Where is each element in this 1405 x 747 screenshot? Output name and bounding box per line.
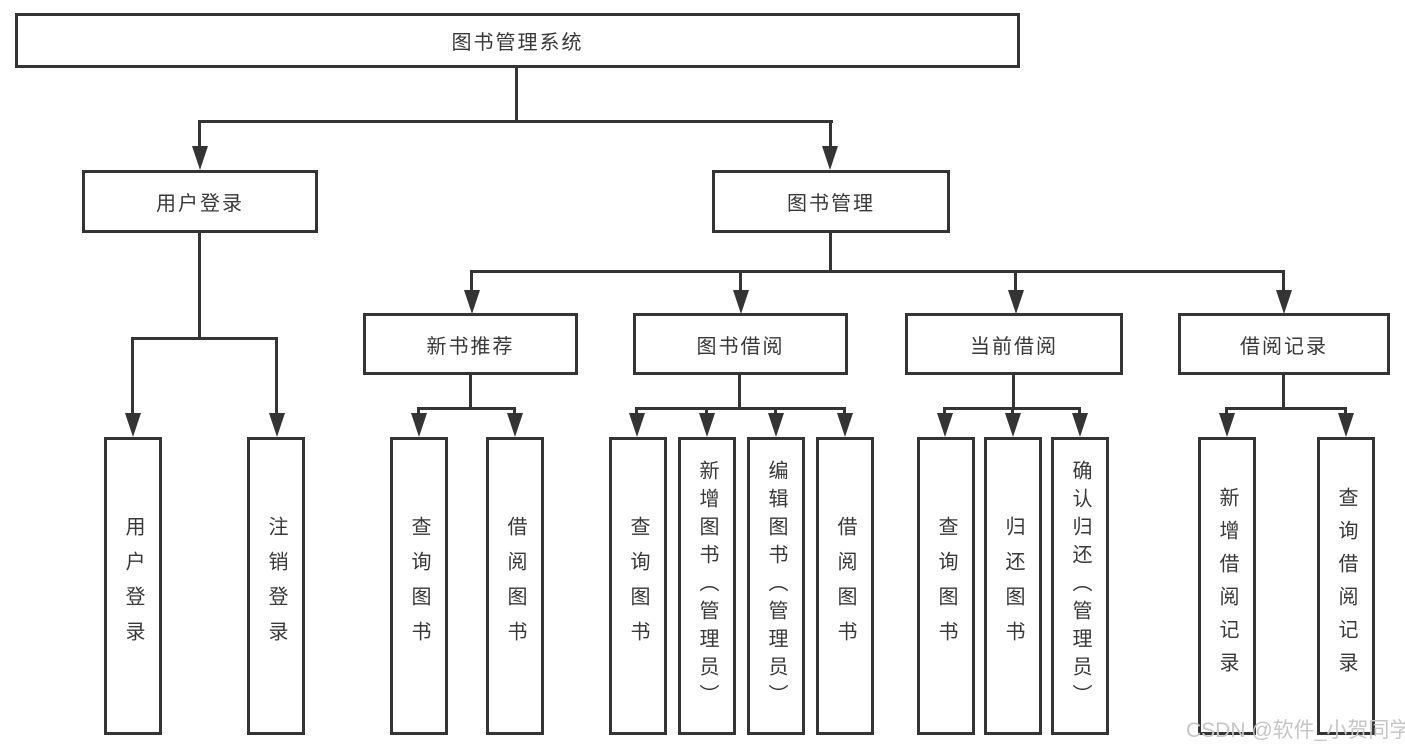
node-current-borrow: 当前借阅	[905, 313, 1123, 375]
arrow-down-icon	[411, 413, 427, 437]
leaf-add-books-admin-label: 新增图书（管理员）	[696, 460, 718, 712]
leaf-add-borrow-record: 新增借阅记录	[1198, 437, 1256, 735]
leaf-query-books: 查询图书	[609, 437, 667, 735]
arrow-down-icon	[125, 413, 141, 437]
leaf-query-books: 查询图书	[917, 437, 975, 735]
connector-root-branch	[199, 120, 833, 123]
arrow-down-icon	[1276, 290, 1292, 314]
connector-stub-leaf	[417, 407, 420, 417]
leaf-user-login-label: 用户登录	[122, 516, 144, 656]
arrow-down-icon	[464, 290, 480, 314]
node-book-management: 图书管理	[712, 170, 950, 233]
leaf-user-login: 用户登录	[104, 437, 162, 735]
connector-new-books-trunk	[469, 375, 472, 407]
node-book-borrow-label: 图书借阅	[696, 335, 785, 358]
connector-stub-leaf	[1011, 407, 1014, 417]
connector-stub-leaf	[774, 407, 777, 417]
arrow-down-icon	[1008, 290, 1024, 314]
arrow-down-icon	[733, 290, 749, 314]
arrow-down-icon	[1005, 413, 1021, 437]
leaf-confirm-return-admin-label: 确认归还（管理员）	[1069, 460, 1091, 712]
node-book-borrow: 图书借阅	[633, 313, 848, 375]
leaf-logout-label: 注销登录	[265, 516, 287, 656]
connector-book-borrow-branch	[636, 407, 846, 410]
arrow-down-icon	[837, 413, 853, 437]
connector-stub-logout-leaf	[275, 337, 278, 415]
leaf-query-books: 查询图书	[390, 437, 448, 735]
node-user-login-label: 用户登录	[156, 193, 244, 215]
leaf-borrow-books: 借阅图书	[816, 437, 874, 735]
connector-current-borrow-trunk	[1012, 375, 1015, 407]
arrow-down-icon	[269, 413, 285, 437]
leaf-edit-books-admin-label: 编辑图书（管理员）	[765, 460, 787, 712]
connector-stub-borrow-records	[1282, 270, 1285, 292]
connector-stub-current-borrow	[1014, 270, 1017, 292]
connector-stub-login-leaf	[131, 337, 134, 415]
leaf-add-books-admin: 新增图书（管理员）	[678, 437, 736, 735]
arrow-down-icon	[937, 413, 953, 437]
node-current-borrow-label: 当前借阅	[970, 335, 1058, 358]
arrow-down-icon	[629, 413, 645, 437]
arrow-down-icon	[507, 413, 523, 437]
connector-stub-leaf	[1078, 407, 1081, 417]
node-book-management-label: 图书管理	[787, 193, 875, 215]
leaf-query-books-label: 查询图书	[408, 516, 430, 656]
arrow-down-icon	[699, 413, 715, 437]
leaf-logout: 注销登录	[247, 437, 305, 735]
connector-stub-book-management	[829, 120, 832, 148]
connector-stub-leaf	[705, 407, 708, 417]
node-borrow-records: 借阅记录	[1178, 313, 1390, 375]
leaf-edit-books-admin: 编辑图书（管理员）	[747, 437, 805, 735]
leaf-query-borrow-record-label: 查询借阅记录	[1335, 487, 1357, 685]
connector-stub-user-login	[198, 120, 201, 148]
connector-root-trunk	[515, 68, 518, 120]
arrow-down-icon	[192, 146, 208, 170]
node-root: 图书管理系统	[15, 13, 1020, 68]
node-new-books-label: 新书推荐	[426, 335, 515, 358]
leaf-add-borrow-record-label: 新增借阅记录	[1216, 487, 1238, 685]
leaf-confirm-return-admin: 确认归还（管理员）	[1051, 437, 1109, 735]
node-new-books: 新书推荐	[363, 313, 578, 375]
connector-book-management-trunk	[829, 233, 832, 270]
leaf-borrow-books-label: 借阅图书	[834, 516, 856, 656]
connector-book-borrow-trunk	[738, 375, 741, 407]
connector-new-books-branch	[418, 407, 516, 410]
arrow-down-icon	[822, 146, 838, 170]
leaf-query-books-label: 查询图书	[627, 516, 649, 656]
leaf-return-books: 归还图书	[984, 437, 1042, 735]
connector-stub-leaf	[513, 407, 516, 417]
leaf-borrow-books: 借阅图书	[486, 437, 544, 735]
arrow-down-icon	[1338, 413, 1354, 437]
connector-stub-leaf	[1344, 407, 1347, 417]
connector-stub-leaf	[943, 407, 946, 417]
leaf-return-books-label: 归还图书	[1002, 516, 1024, 656]
connector-user-login-trunk	[198, 233, 201, 337]
arrow-down-icon	[768, 413, 784, 437]
leaf-borrow-books-label: 借阅图书	[504, 516, 526, 656]
connector-stub-new-books	[470, 270, 473, 292]
connector-borrow-records-branch	[1226, 407, 1347, 410]
arrow-down-icon	[1072, 413, 1088, 437]
csdn-watermark: CSDN @软件_小贺同学	[1186, 719, 1405, 742]
node-user-login: 用户登录	[82, 170, 318, 233]
connector-stub-leaf	[843, 407, 846, 417]
leaf-query-books-label: 查询图书	[935, 516, 957, 656]
node-root-label: 图书管理系统	[451, 32, 584, 54]
connector-stub-leaf	[1225, 407, 1228, 417]
connector-book-management-branch	[471, 270, 1285, 273]
connector-stub-leaf	[635, 407, 638, 417]
connector-user-login-branch	[132, 337, 278, 340]
leaf-query-borrow-record: 查询借阅记录	[1317, 437, 1375, 735]
connector-borrow-records-trunk	[1282, 375, 1285, 407]
node-borrow-records-label: 借阅记录	[1240, 335, 1328, 358]
arrow-down-icon	[1219, 413, 1235, 437]
connector-stub-book-borrow	[739, 270, 742, 292]
